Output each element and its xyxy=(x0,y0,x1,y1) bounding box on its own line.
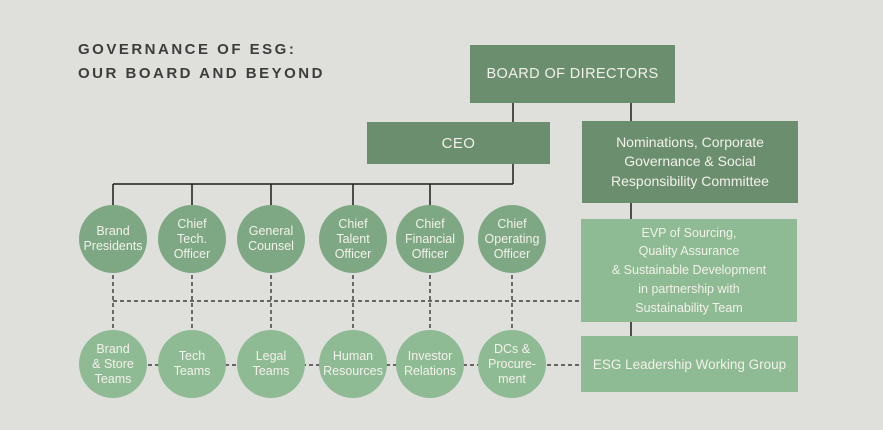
node-chief-talent-officer: Chief Talent Officer xyxy=(319,205,387,273)
node-human-resources: Human Resources xyxy=(319,330,387,398)
node-brand-store-teams: Brand & Store Teams xyxy=(79,330,147,398)
node-evp-sourcing: EVP of Sourcing, Quality Assurance & Sus… xyxy=(581,219,797,322)
node-investor-relations: Investor Relations xyxy=(396,330,464,398)
node-general-counsel: General Counsel xyxy=(237,205,305,273)
node-chief-tech-officer: Chief Tech. Officer xyxy=(158,205,226,273)
node-tech-teams: Tech Teams xyxy=(158,330,226,398)
node-ceo: CEO xyxy=(367,122,550,164)
node-nominations-committee: Nominations, Corporate Governance & Soci… xyxy=(582,121,798,203)
node-brand-presidents: Brand Presidents xyxy=(79,205,147,273)
node-esg-working-group: ESG Leadership Working Group xyxy=(581,336,798,392)
node-chief-operating-officer: Chief Operating Officer xyxy=(478,205,546,273)
page-title: GOVERNANCE OF ESG: OUR BOARD AND BEYOND xyxy=(78,41,325,82)
node-dcs-procurement: DCs & Procure- ment xyxy=(478,330,546,398)
node-chief-financial-officer: Chief Financial Officer xyxy=(396,205,464,273)
node-legal-teams: Legal Teams xyxy=(237,330,305,398)
node-board-of-directors: BOARD OF DIRECTORS xyxy=(470,45,675,103)
